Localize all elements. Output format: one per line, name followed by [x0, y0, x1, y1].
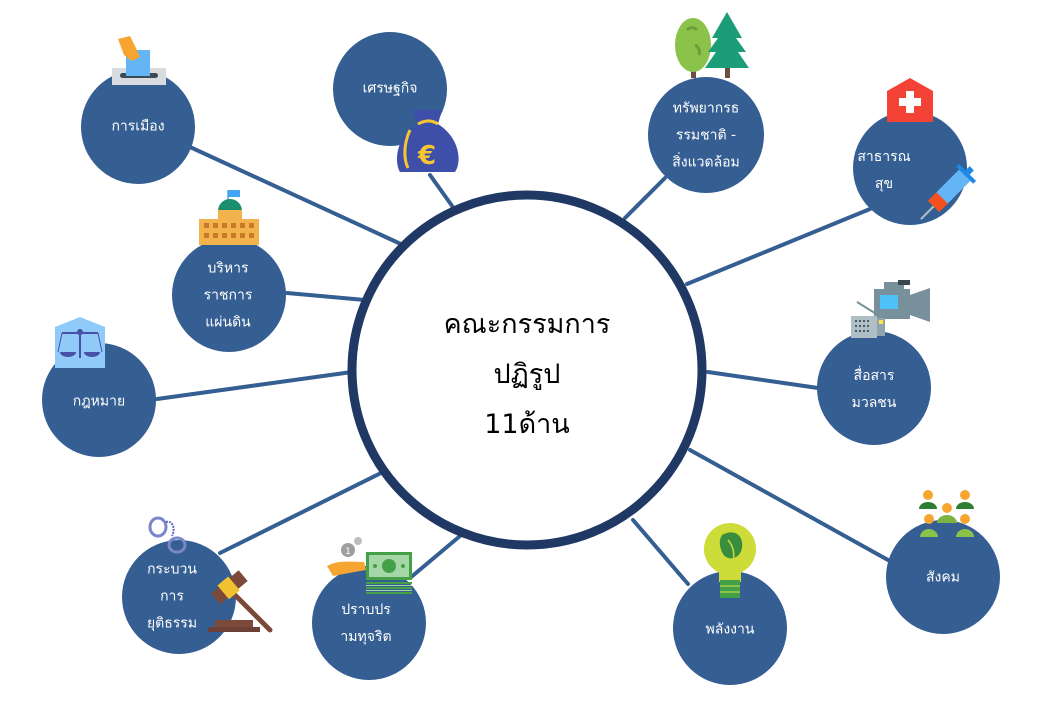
scales-icon — [55, 317, 105, 368]
label-line: ปราบปร — [341, 602, 391, 618]
video-camera-icon — [851, 280, 930, 338]
svg-text:1: 1 — [345, 547, 351, 557]
hospital-syringe-icon — [887, 78, 977, 220]
label-line: กฎหมาย — [72, 393, 126, 410]
center-title-line-3: 11ด้าน — [484, 409, 570, 440]
node-society[interactable] — [886, 520, 1000, 634]
label-line: พลังงาน — [705, 621, 755, 638]
node-law[interactable] — [42, 343, 156, 457]
label-line: ยุติธรรม — [146, 615, 198, 632]
label-line: สิ่งแวดล้อม — [672, 154, 740, 171]
label-line: กระบวน — [147, 561, 197, 578]
government-building-icon — [199, 190, 259, 245]
label-line: ามทุจริต — [340, 629, 392, 645]
label-line: แผ่นดิน — [205, 314, 251, 331]
node-justice[interactable] — [122, 540, 236, 654]
node-anti-corruption[interactable] — [312, 566, 426, 680]
label-mass-media: สื่อสาร มวลชน — [852, 363, 897, 417]
node-energy[interactable] — [673, 571, 787, 685]
label-energy: พลังงาน — [706, 617, 755, 644]
handcuffs-gavel-icon — [148, 516, 273, 633]
topic-nodes — [42, 32, 1000, 685]
ballot-box-icon — [112, 36, 166, 85]
label-environment: ทรัพยากรธ รรมชาติ - สิ่งแวดล้อม — [672, 96, 740, 177]
label-politics: การเมือง — [111, 114, 164, 141]
money-bag-euro-icon: € — [397, 110, 459, 172]
connector-environment — [623, 176, 667, 220]
center-title-line-2: ปฏิรูป — [493, 359, 561, 390]
label-public-health: สาธารณ สุข — [857, 144, 910, 198]
label-society: สังคม — [926, 565, 960, 592]
connector-justice — [218, 470, 385, 555]
node-politics[interactable] — [81, 70, 195, 184]
node-public-admin[interactable] — [172, 238, 286, 352]
node-mass-media[interactable] — [817, 331, 931, 445]
label-economy: เศรษฐกิจ — [363, 76, 418, 103]
connectors — [155, 145, 890, 586]
eco-bulb-icon — [704, 523, 756, 598]
label-line: มวลชน — [851, 395, 897, 411]
connector-anti-corruption — [408, 534, 462, 580]
label-line: รรมชาติ - — [675, 127, 737, 144]
label-line: ราชการ — [203, 287, 253, 304]
connector-mass-media — [706, 370, 820, 390]
label-line: การเมือง — [111, 118, 165, 135]
center-title: คณะกรรมการ ปฏิรูป 11ด้าน — [444, 300, 611, 450]
label-anti-corruption: ปราบปร ามทุจริต — [340, 597, 391, 651]
label-line: ทรัพยากรธ — [672, 100, 740, 117]
node-environment[interactable] — [648, 77, 764, 193]
center-circle — [347, 190, 707, 550]
connector-energy — [631, 518, 690, 586]
label-justice: กระบวน การ ยุติธรรม — [147, 557, 197, 638]
center-title-line-1: คณะกรรมการ — [443, 309, 611, 340]
label-line: สุข — [874, 176, 894, 192]
label-line: สังคม — [926, 569, 960, 586]
people-group-icon — [919, 490, 974, 537]
trees-icon — [675, 12, 749, 78]
connector-politics — [188, 145, 405, 247]
label-public-admin: บริหาร ราชการ แผ่นดิน — [204, 256, 253, 337]
label-line: การ — [160, 588, 184, 605]
connector-economy — [428, 173, 457, 212]
label-line: สาธารณ — [857, 149, 911, 165]
money-hand-icon: 1 — [327, 537, 412, 594]
connector-public-health — [685, 207, 872, 286]
connector-public-admin — [285, 291, 367, 302]
svg-text:€: € — [417, 141, 436, 171]
connector-law — [155, 370, 354, 401]
label-law: กฎหมาย — [73, 389, 125, 416]
label-line: บริหาร — [207, 260, 249, 277]
label-line: สื่อสาร — [853, 368, 895, 384]
connector-society — [688, 448, 890, 562]
label-line: เศรษฐกิจ — [362, 80, 418, 97]
